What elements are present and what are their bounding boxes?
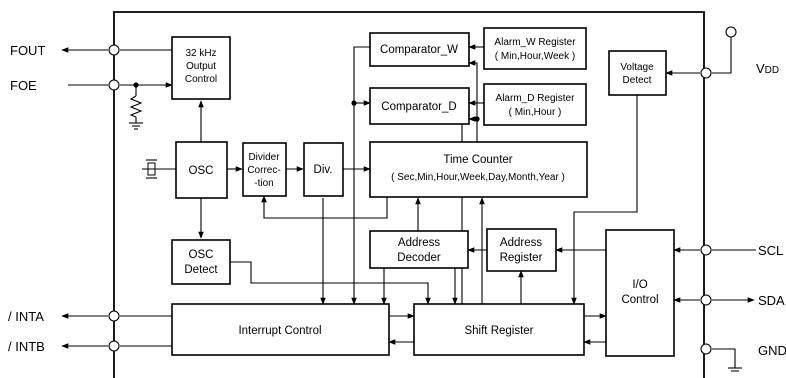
svg-text:( Sec,Min,Hour,Week,Day,Month,: ( Sec,Min,Hour,Week,Day,Month,Year ) <box>391 172 565 183</box>
alarm-d-register-block: Alarm_D Register ( Min,Hour ) <box>483 83 587 126</box>
svg-text:Correc-: Correc- <box>247 165 280 176</box>
svg-text:Divider: Divider <box>248 152 280 163</box>
comparator-w-block: Comparator_W <box>369 32 470 67</box>
pin-label-inta: / INTA <box>8 309 44 324</box>
svg-text:Comparator_D: Comparator_D <box>381 101 456 113</box>
div-block: Div. <box>303 142 344 197</box>
voltage-detect-block: Voltage Detect <box>608 50 667 96</box>
address-decoder-block: Address Decoder <box>369 230 469 269</box>
svg-text:Detect: Detect <box>184 264 218 276</box>
osc-detect-block: OSC Detect <box>171 239 231 285</box>
chip-outline <box>113 11 705 378</box>
svg-text:32 kHz: 32 kHz <box>185 48 216 59</box>
pin-label-vdd-sub: DD <box>765 65 779 76</box>
svg-text:OSC: OSC <box>189 165 214 177</box>
comparator-d-block: Comparator_D <box>369 87 470 125</box>
pins <box>108 26 737 355</box>
svg-text:-tion: -tion <box>254 178 273 189</box>
pin-label-sda: SDA <box>758 293 785 308</box>
pin-label-foe: FOE <box>10 78 37 93</box>
pin-label-scl: SCL <box>758 243 783 258</box>
svg-text:Register: Register <box>500 252 543 264</box>
svg-text:( Min,Hour ): ( Min,Hour ) <box>509 107 562 118</box>
osc-block: OSC <box>175 141 228 199</box>
shift-register-block: Shift Register <box>413 303 585 356</box>
time-counter-block: Time Counter ( Sec,Min,Hour,Week,Day,Mon… <box>369 141 588 198</box>
pin-label-fout: FOUT <box>10 43 45 58</box>
svg-text:Alarm_W Register: Alarm_W Register <box>494 37 576 48</box>
svg-text:Shift Register: Shift Register <box>464 325 533 337</box>
svg-text:Alarm_D Register: Alarm_D Register <box>496 93 576 104</box>
svg-text:Address: Address <box>500 237 542 249</box>
pin-label-intb: / INTB <box>8 339 45 354</box>
interrupt-control-block: Interrupt Control <box>171 303 390 356</box>
divider-correction-block: Divider Correc- -tion <box>242 142 287 197</box>
pin-label-gnd: GND <box>758 343 786 358</box>
wires <box>61 32 756 372</box>
svg-text:Interrupt Control: Interrupt Control <box>238 325 321 337</box>
svg-text:Comparator_W: Comparator_W <box>380 44 458 56</box>
svg-text:( Min,Hour,Week ): ( Min,Hour,Week ) <box>495 51 575 62</box>
svg-text:Detect: Detect <box>623 75 652 86</box>
svg-text:Time Counter: Time Counter <box>443 154 512 166</box>
pin-label-vdd: VDD <box>756 61 779 76</box>
svg-text:Div.: Div. <box>314 164 333 176</box>
svg-text:Address: Address <box>398 237 440 249</box>
svg-text:I/O: I/O <box>632 279 647 291</box>
svg-text:Control: Control <box>185 74 217 85</box>
address-register-block: Address Register <box>486 228 557 272</box>
output-control-block: 32 kHz Output Control <box>171 36 231 100</box>
svg-text:Voltage: Voltage <box>620 62 654 73</box>
svg-text:Output: Output <box>186 61 216 72</box>
svg-text:OSC: OSC <box>189 249 214 261</box>
svg-text:Decoder: Decoder <box>397 252 441 264</box>
pin-label-vdd-main: V <box>756 61 765 76</box>
svg-text:Control: Control <box>621 294 658 306</box>
io-control-block: I/O Control <box>605 229 675 357</box>
alarm-w-register-block: Alarm_W Register ( Min,Hour,Week ) <box>483 27 587 70</box>
